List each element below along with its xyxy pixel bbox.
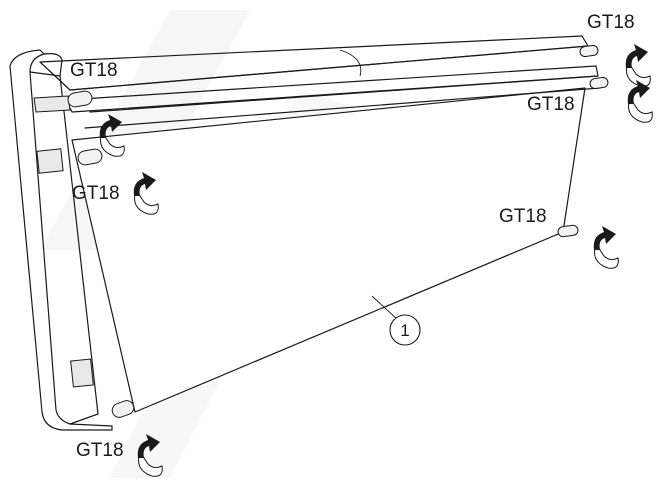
pins [67, 44, 609, 418]
label-gt18-right-middle: GT18 [499, 206, 547, 227]
label-gt18-top-left: GT18 [70, 60, 118, 81]
callout-1: 1 [371, 295, 421, 346]
callout-1-number: 1 [400, 321, 409, 340]
left-side-frame [9, 49, 113, 431]
rotate-arrow-icon [593, 225, 619, 269]
label-gt18-bottom-left: GT18 [76, 440, 124, 461]
label-gt18-upper-right: GT18 [527, 94, 575, 115]
rotate-arrow-icon [627, 79, 653, 123]
label-gt18-top-right: GT18 [587, 12, 635, 33]
label-gt18-left-middle: GT18 [72, 183, 120, 204]
back-panel [71, 87, 586, 413]
rotate-arrow-icon [625, 43, 651, 87]
